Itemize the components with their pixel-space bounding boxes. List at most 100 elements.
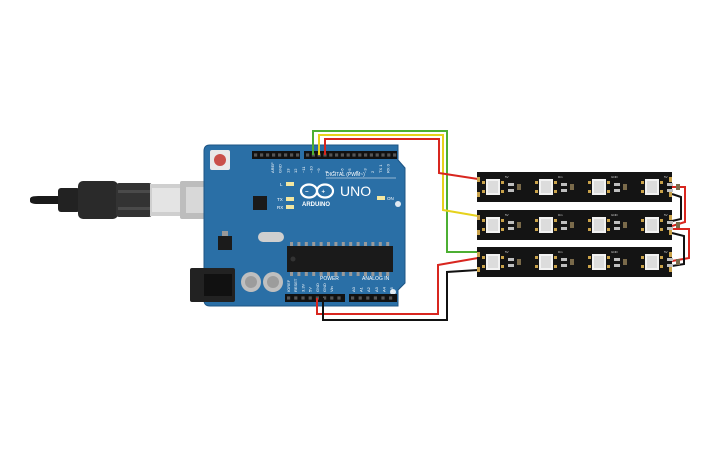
chip-pin <box>341 272 345 276</box>
wire-black-gnd[interactable] <box>322 269 479 321</box>
solder-pad[interactable] <box>669 267 672 272</box>
rgb-led-pixel[interactable]: GND <box>588 175 627 195</box>
pad-label: 5V <box>505 213 509 217</box>
header-pin[interactable] <box>284 153 288 157</box>
header-pin[interactable] <box>294 296 298 300</box>
wire-red-chain-2[interactable] <box>671 228 690 262</box>
rgb-led-pixel[interactable]: GND <box>588 213 627 233</box>
atmega-chip <box>287 246 393 272</box>
rgb-led-pixel[interactable]: GND <box>588 250 627 270</box>
header-pin[interactable] <box>335 153 339 157</box>
header-pin[interactable] <box>366 296 370 300</box>
crystal-oscillator <box>258 232 284 242</box>
pin-label: 8 <box>324 170 329 173</box>
rgb-led-pixel[interactable]: Din <box>535 250 574 270</box>
capacitor <box>241 272 261 292</box>
header-pin[interactable] <box>330 296 334 300</box>
header-pin[interactable] <box>389 296 393 300</box>
solder-pad[interactable] <box>477 215 480 220</box>
header-pin[interactable] <box>287 296 291 300</box>
chip-pin <box>334 272 338 276</box>
solder-pad[interactable] <box>669 192 672 197</box>
rgb-led-pixel[interactable]: 5V <box>641 175 680 195</box>
solder-pad[interactable] <box>669 215 672 220</box>
header-pin[interactable] <box>369 153 373 157</box>
header-pin[interactable] <box>278 153 282 157</box>
header-pin[interactable] <box>266 153 270 157</box>
pin-label: ~6 <box>339 168 344 173</box>
usb-cable[interactable] <box>30 181 182 219</box>
header-pin[interactable] <box>296 153 300 157</box>
header-pin[interactable] <box>329 153 333 157</box>
chip-pin <box>364 242 367 246</box>
solder-pad[interactable] <box>477 252 480 257</box>
header-pin[interactable] <box>254 153 258 157</box>
rgb-led-pixel[interactable]: 5V <box>641 213 680 233</box>
neopixel-strip[interactable]: 5V Din GND 5V <box>477 210 680 240</box>
header-pin[interactable] <box>381 296 385 300</box>
led-tx: TX <box>277 197 294 202</box>
chip-pin <box>304 272 308 276</box>
rgb-led-pixel[interactable]: 5V <box>482 213 521 233</box>
wire-red-data[interactable] <box>324 138 479 180</box>
header-pin[interactable] <box>301 296 305 300</box>
chip-pin <box>356 242 360 246</box>
solder-pad[interactable] <box>669 230 672 235</box>
pin-label: ~11 <box>301 166 306 173</box>
chip-pin <box>371 242 375 246</box>
pin-label: GND <box>278 164 283 173</box>
header-pin[interactable] <box>306 153 310 157</box>
solder-pad[interactable] <box>477 267 480 272</box>
pin-label: ~9 <box>316 168 321 173</box>
pin-label: TX 1 <box>378 164 383 173</box>
wire-yellow-data[interactable] <box>318 134 479 217</box>
header-pin[interactable] <box>346 153 350 157</box>
header-pin[interactable] <box>373 296 377 300</box>
power-pin-header[interactable] <box>285 294 345 302</box>
solder-pad[interactable] <box>477 177 480 182</box>
header-pin[interactable] <box>387 153 391 157</box>
header-pin[interactable] <box>337 296 341 300</box>
rgb-led-pixel[interactable]: 5V <box>482 175 521 195</box>
header-pin[interactable] <box>308 296 312 300</box>
rgb-led-pixel[interactable]: Din <box>535 213 574 233</box>
reset-button[interactable] <box>210 150 230 170</box>
chip-pin <box>297 272 301 276</box>
header-pin[interactable] <box>260 153 264 157</box>
chip-pin <box>341 242 345 246</box>
header-pin[interactable] <box>358 296 362 300</box>
chip-pin <box>290 242 293 246</box>
board-model-label: UNO <box>340 183 371 199</box>
pin-label: RX 0 <box>386 163 391 173</box>
header-pin[interactable] <box>290 153 294 157</box>
solder-pad[interactable] <box>669 177 672 182</box>
header-pin[interactable] <box>351 296 355 300</box>
chip-pin <box>349 242 353 246</box>
wire-black-chain-1[interactable] <box>671 193 682 222</box>
rgb-led-pixel[interactable]: 5V <box>641 250 680 270</box>
header-pin[interactable] <box>323 296 327 300</box>
header-pin[interactable] <box>352 153 356 157</box>
header-pin[interactable] <box>358 153 362 157</box>
pin-label: ~3 <box>362 168 367 173</box>
header-pin[interactable] <box>364 153 368 157</box>
header-pin[interactable] <box>340 153 344 157</box>
solder-pad[interactable] <box>477 192 480 197</box>
wire-green-data[interactable] <box>312 130 478 253</box>
solder-pad[interactable] <box>477 230 480 235</box>
wire-red-5v[interactable] <box>316 257 479 315</box>
pin-label: A3 <box>374 286 379 292</box>
solder-pad[interactable] <box>669 252 672 257</box>
header-pin[interactable] <box>381 153 385 157</box>
rgb-led-pixel[interactable]: Din <box>535 175 574 195</box>
rgb-led-pixel[interactable]: 5V <box>482 250 521 270</box>
header-pin[interactable] <box>393 153 397 157</box>
header-pin[interactable] <box>272 153 276 157</box>
neopixel-strip[interactable]: 5V Din GND 5V <box>477 172 680 202</box>
header-pin[interactable] <box>375 153 379 157</box>
analog-pin-header[interactable] <box>349 294 397 302</box>
neopixel-strip[interactable]: 5V Din GND 5V <box>477 247 680 277</box>
